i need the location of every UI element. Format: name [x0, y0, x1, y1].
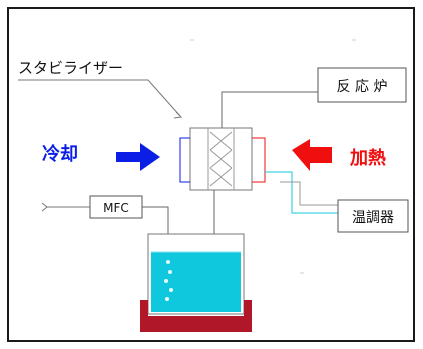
- temp-controller-box: [337, 199, 409, 233]
- heater-plate: [140, 300, 252, 332]
- stabilizer-label: スタビライザー: [18, 59, 123, 77]
- heating-label: 加熱: [349, 147, 386, 169]
- cooling-label: 冷却: [42, 143, 78, 165]
- decorative-marks: [190, 39, 356, 274]
- heating-arrow-icon: [292, 139, 332, 171]
- stabilizer-pointer-head: [173, 111, 183, 119]
- temp-controller-line: [265, 171, 338, 214]
- cooling-arrow-icon: [116, 143, 160, 171]
- temp-controller-signal-line: [280, 181, 338, 206]
- stabilizer-unit: [179, 127, 266, 191]
- mfc-inlet-arrow-icon: [41, 202, 48, 212]
- reactor-line: [221, 91, 318, 128]
- reactor-label: 反 応 炉: [337, 79, 388, 95]
- reactor-box: [317, 67, 407, 103]
- bubbler-beaker: [147, 233, 245, 315]
- stabilizer-pointer-line: [18, 79, 181, 117]
- mfc-label: MFC: [103, 201, 129, 215]
- temp-controller-label: 温調器: [352, 210, 394, 226]
